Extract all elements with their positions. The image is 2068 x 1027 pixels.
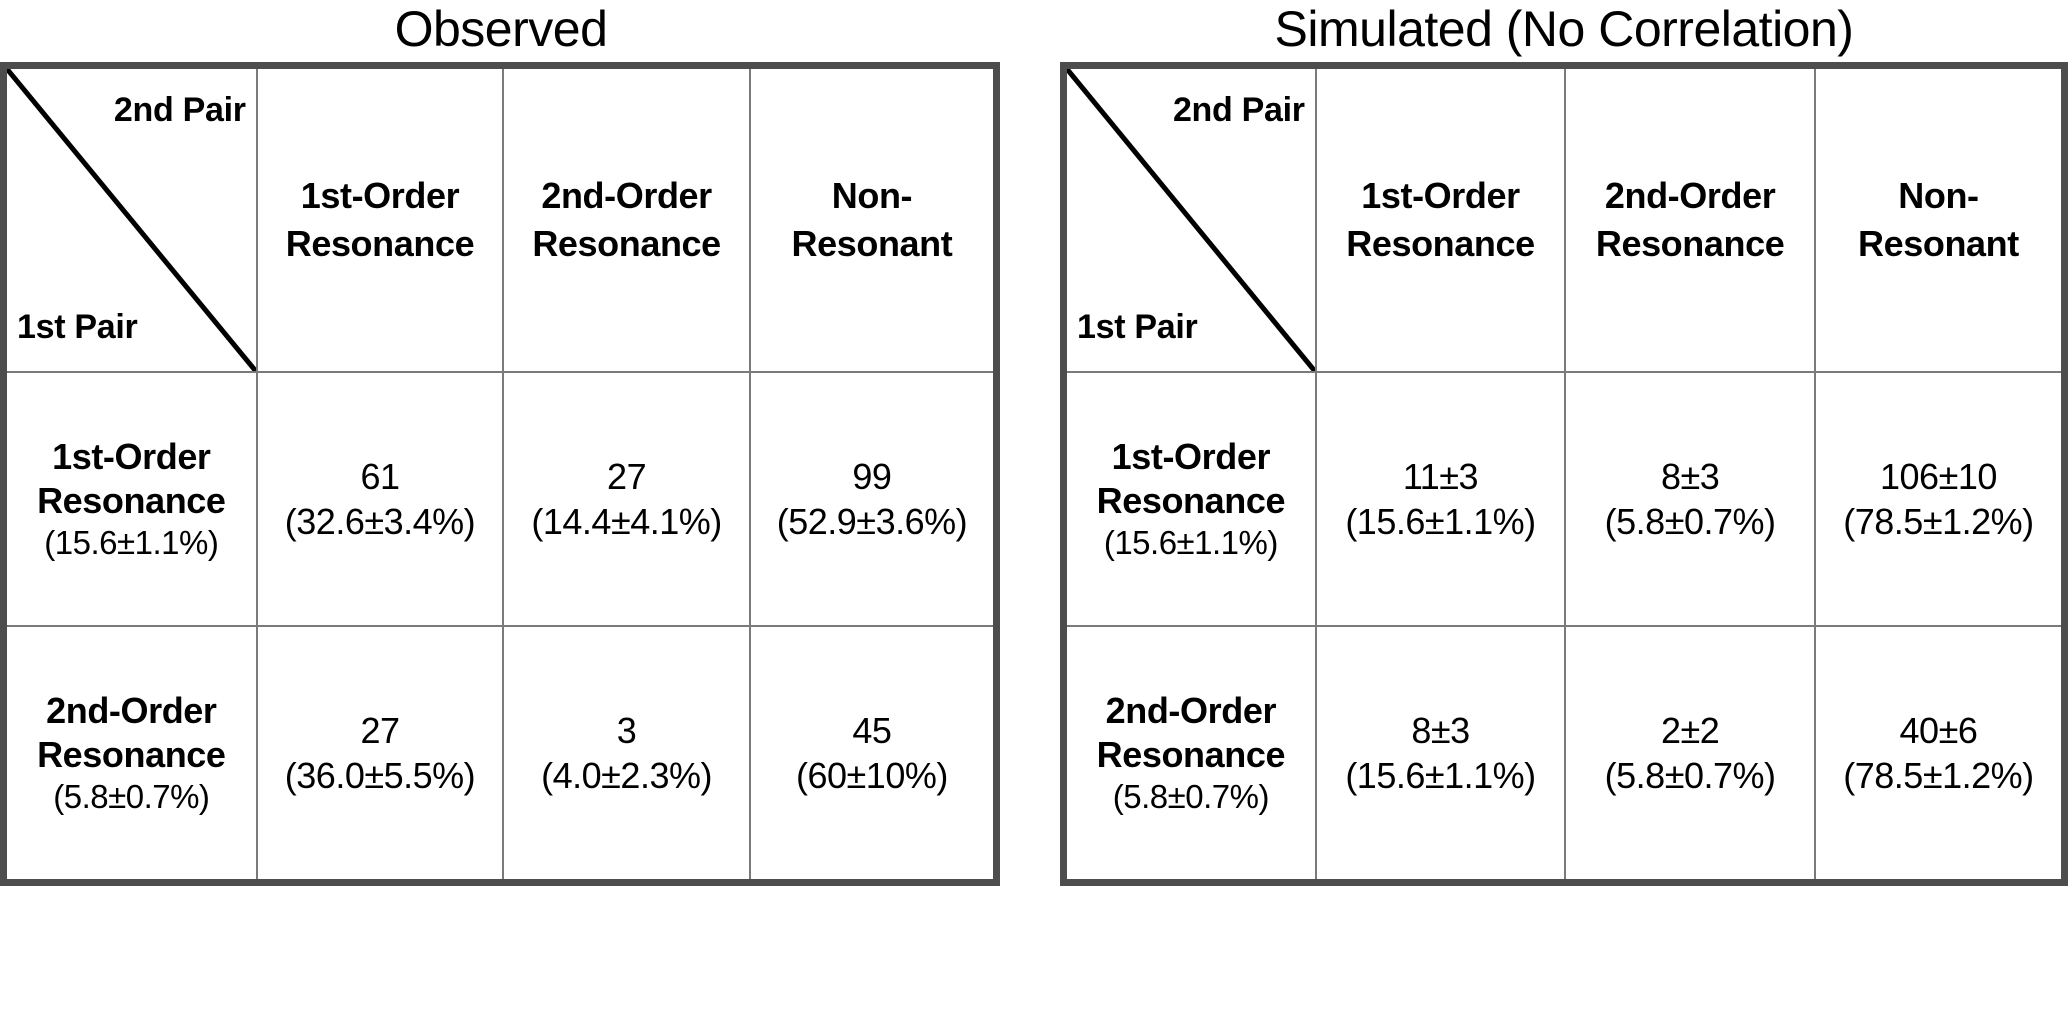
table-header-row: 2nd Pair 1st Pair 1st-Order Resonance 2n… <box>2 64 998 373</box>
cell-count: 61 <box>360 456 400 497</box>
cell-count: 3 <box>616 710 637 751</box>
column-header-non-resonant: Non- Resonant <box>1813 64 2066 373</box>
column-header-line2: Resonant <box>791 223 953 264</box>
cell-percentage: (15.6±1.1%) <box>1345 755 1536 796</box>
cell-count: 40±6 <box>1899 710 1978 751</box>
column-header-line1: 1st-Order <box>300 175 460 216</box>
row-header-2nd-order-resonance: 2nd-Order Resonance (5.8±0.7%) <box>1062 625 1317 884</box>
corner-column-axis-label: 2nd Pair <box>113 91 246 129</box>
cell-count: 11±3 <box>1402 456 1479 497</box>
cell-percentage: (60±10%) <box>796 755 948 796</box>
table-header-row: 2nd Pair 1st Pair 1st-Order Resonance 2n… <box>1062 64 2066 373</box>
column-header-line1: Non- <box>831 175 913 216</box>
corner-column-axis-label: 2nd Pair <box>1172 91 1305 129</box>
diagonal-divider-icon <box>7 69 256 371</box>
row-header-percentage: (15.6±1.1%) <box>44 524 219 561</box>
cell-percentage: (14.4±4.1%) <box>531 501 722 542</box>
row-header-line1: 2nd-Order <box>46 690 217 731</box>
data-cell: 8±3 (5.8±0.7%) <box>1564 371 1816 627</box>
column-header-line1: 1st-Order <box>1361 175 1520 216</box>
cell-percentage: (32.6±3.4%) <box>284 501 476 542</box>
data-cell: 3 (4.0±2.3%) <box>502 625 751 884</box>
contingency-table-simulated: 2nd Pair 1st Pair 1st-Order Resonance 2n… <box>1060 62 2068 886</box>
column-header-1st-order-resonance: 1st-Order Resonance <box>255 64 505 373</box>
row-header-2nd-order-resonance: 2nd-Order Resonance (5.8±0.7%) <box>2 625 258 884</box>
column-header-line2: Resonant <box>1858 223 2019 264</box>
table-row: 1st-Order Resonance (15.6±1.1%) 11±3 (15… <box>1062 371 2066 627</box>
data-cell: 45 (60±10%) <box>748 625 998 884</box>
cell-count: 99 <box>852 456 892 497</box>
corner-row-axis-label: 1st Pair <box>1077 308 1198 346</box>
data-cell: 11±3 (15.6±1.1%) <box>1314 371 1567 627</box>
table-row: 2nd-Order Resonance (5.8±0.7%) 27 (36.0±… <box>2 625 998 884</box>
column-header-line2: Resonance <box>1595 223 1785 264</box>
column-header-2nd-order-resonance: 2nd-Order Resonance <box>1564 64 1816 373</box>
column-header-line2: Resonance <box>532 223 721 264</box>
cell-percentage: (78.5±1.2%) <box>1843 501 2034 542</box>
cell-count: 27 <box>360 710 400 751</box>
row-header-percentage: (5.8±0.7%) <box>1112 778 1270 815</box>
table-row: 1st-Order Resonance (15.6±1.1%) 61 (32.6… <box>2 371 998 627</box>
corner-axis-cell: 2nd Pair 1st Pair <box>2 64 258 373</box>
column-header-1st-order-resonance: 1st-Order Resonance <box>1314 64 1567 373</box>
row-header-line2: Resonance <box>37 480 226 521</box>
row-header-1st-order-resonance: 1st-Order Resonance (15.6±1.1%) <box>2 371 258 627</box>
table-row: 2nd-Order Resonance (5.8±0.7%) 8±3 (15.6… <box>1062 625 2066 884</box>
panel-title-simulated: Simulated (No Correlation) <box>1274 1 1854 57</box>
column-header-line2: Resonance <box>1346 223 1535 264</box>
column-header-2nd-order-resonance: 2nd-Order Resonance <box>502 64 751 373</box>
data-cell: 2±2 (5.8±0.7%) <box>1564 625 1816 884</box>
row-header-line2: Resonance <box>1096 480 1286 521</box>
cell-count: 27 <box>607 456 647 497</box>
data-cell: 27 (14.4±4.1%) <box>502 371 751 627</box>
corner-axis-cell: 2nd Pair 1st Pair <box>1062 64 1317 373</box>
data-cell: 99 (52.9±3.6%) <box>748 371 998 627</box>
cell-percentage: (15.6±1.1%) <box>1345 501 1536 542</box>
cell-percentage: (36.0±5.5%) <box>284 755 476 796</box>
diagonal-divider-icon <box>1067 69 1315 371</box>
corner-row-axis-label: 1st Pair <box>17 308 138 346</box>
data-cell: 61 (32.6±3.4%) <box>255 371 505 627</box>
cell-count: 8±3 <box>1411 710 1470 751</box>
panel-simulated: Simulated (No Correlation) 2nd Pair 1st … <box>1060 0 2068 1027</box>
data-cell: 27 (36.0±5.5%) <box>255 625 505 884</box>
cell-count: 2±2 <box>1660 710 1720 751</box>
row-header-percentage: (15.6±1.1%) <box>1103 524 1279 561</box>
cell-percentage: (5.8±0.7%) <box>1604 755 1776 796</box>
row-header-line1: 1st-Order <box>1111 436 1271 477</box>
cell-percentage: (5.8±0.7%) <box>1604 501 1776 542</box>
cell-count: 45 <box>852 710 892 751</box>
column-header-line2: Resonance <box>285 223 475 264</box>
column-header-line1: 2nd-Order <box>541 175 712 216</box>
contingency-table-observed: 2nd Pair 1st Pair 1st-Order Resonance 2n… <box>0 62 1000 886</box>
panel-title-observed: Observed <box>394 1 608 57</box>
row-header-line2: Resonance <box>37 734 226 775</box>
cell-percentage: (52.9±3.6%) <box>776 501 968 542</box>
cell-count: 106±10 <box>1880 456 1997 497</box>
column-header-line1: 2nd-Order <box>1604 175 1776 216</box>
column-header-non-resonant: Non- Resonant <box>748 64 998 373</box>
cell-percentage: (78.5±1.2%) <box>1843 755 2034 796</box>
panel-observed: Observed 2nd Pair 1st Pair 1st-Order Res… <box>0 0 1002 1027</box>
row-header-line2: Resonance <box>1096 734 1286 775</box>
data-cell: 8±3 (15.6±1.1%) <box>1314 625 1567 884</box>
row-header-1st-order-resonance: 1st-Order Resonance (15.6±1.1%) <box>1062 371 1317 627</box>
row-header-line1: 2nd-Order <box>1105 690 1277 731</box>
cell-count: 8±3 <box>1660 456 1720 497</box>
cell-percentage: (4.0±2.3%) <box>541 755 712 796</box>
row-header-line1: 1st-Order <box>52 436 211 477</box>
data-cell: 40±6 (78.5±1.2%) <box>1813 625 2066 884</box>
column-header-line1: Non- <box>1898 175 1979 216</box>
data-cell: 106±10 (78.5±1.2%) <box>1813 371 2066 627</box>
row-header-percentage: (5.8±0.7%) <box>53 778 210 815</box>
